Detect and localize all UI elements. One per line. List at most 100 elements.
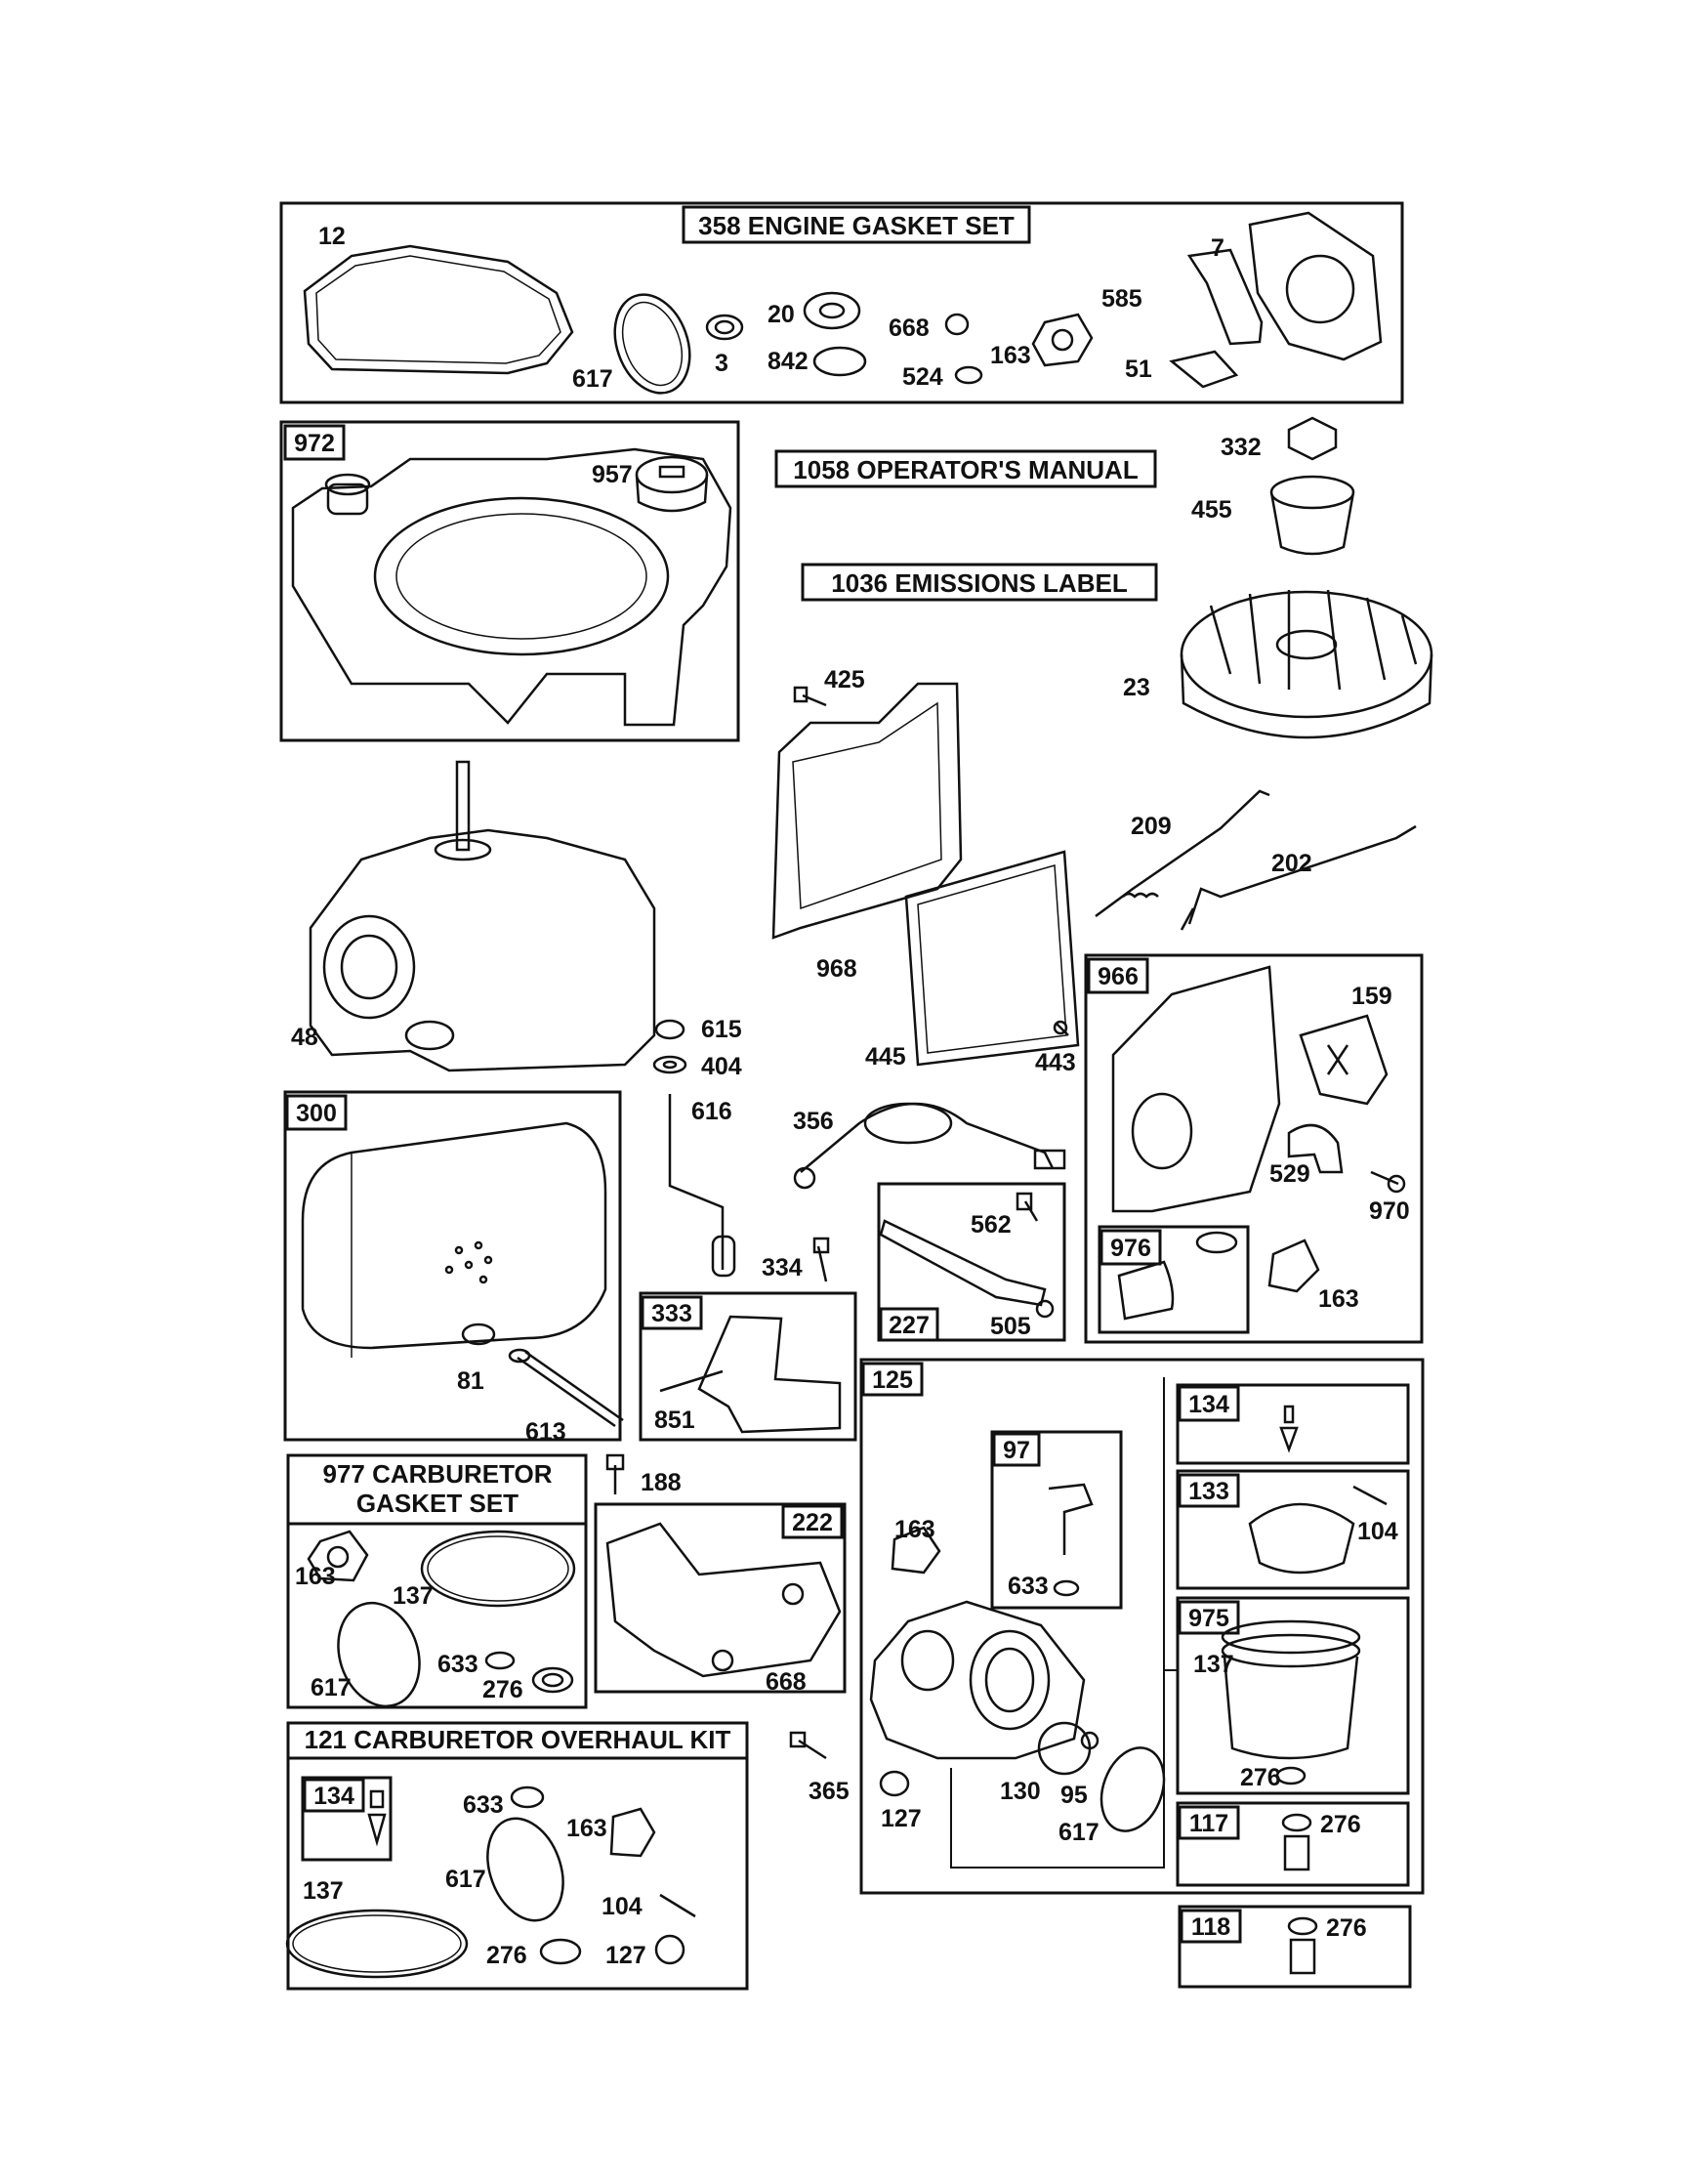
- crankcase-48-icon: [309, 828, 656, 1072]
- part-label: 12: [318, 223, 346, 250]
- part-label: 95: [1060, 1782, 1088, 1809]
- part-label: 365: [809, 1778, 850, 1805]
- engine-gasket-set-title: 358 ENGINE GASKET SET: [698, 211, 1015, 240]
- part-label: 104: [602, 1893, 643, 1920]
- part-label: 524: [902, 363, 943, 391]
- part-label: 633: [437, 1651, 478, 1678]
- part-label: 104: [1357, 1518, 1398, 1545]
- part-label: 127: [605, 1942, 646, 1969]
- engine-gasket-set-box: [279, 201, 1404, 404]
- part-label: 127: [881, 1805, 922, 1832]
- gasket-12-icon: [303, 244, 574, 375]
- box-134a: [1176, 1383, 1410, 1465]
- part-label: 842: [768, 348, 809, 375]
- air-filter-icon: [904, 850, 1080, 1067]
- part-label: 633: [1008, 1573, 1049, 1600]
- part-label: 562: [971, 1211, 1012, 1239]
- part-label: 276: [1240, 1764, 1281, 1791]
- box-227: [877, 1182, 1066, 1342]
- control-bracket-icon: [1111, 965, 1281, 1213]
- group-975: 975: [1188, 1605, 1229, 1632]
- group-300: 300: [296, 1100, 337, 1127]
- part-label: 851: [654, 1407, 695, 1434]
- box-975: [1176, 1596, 1410, 1795]
- part-label: 668: [889, 315, 930, 342]
- group-972: 972: [294, 430, 335, 457]
- part-label: 20: [768, 301, 795, 328]
- part-label: 617: [1058, 1819, 1099, 1846]
- part-label: 332: [1221, 434, 1262, 461]
- group-227: 227: [889, 1312, 930, 1339]
- part-label: 48: [291, 1024, 318, 1051]
- box-117: [1176, 1801, 1410, 1887]
- part-label: 137: [1193, 1651, 1234, 1678]
- part-label: 163: [295, 1563, 336, 1590]
- part-label: 163: [990, 342, 1031, 369]
- part-label: 130: [1000, 1778, 1041, 1805]
- group-222: 222: [792, 1509, 833, 1536]
- operators-manual-title: 1058 OPERATOR'S MANUAL: [793, 455, 1139, 484]
- part-label: 505: [990, 1313, 1031, 1340]
- part-label: 276: [482, 1676, 523, 1703]
- part-label: 209: [1131, 813, 1172, 840]
- part-label: 276: [1326, 1914, 1367, 1942]
- flywheel-23-icon: [1180, 590, 1433, 719]
- box-118: [1178, 1905, 1412, 1989]
- part-label: 334: [762, 1254, 803, 1281]
- group-134-upper: 134: [1188, 1391, 1229, 1418]
- group-125: 125: [872, 1366, 913, 1394]
- part-label: 529: [1269, 1160, 1310, 1188]
- group-333: 333: [651, 1300, 692, 1327]
- part-label: 443: [1035, 1049, 1076, 1076]
- part-label: 455: [1191, 496, 1232, 524]
- box-133: [1176, 1469, 1410, 1590]
- box-976: [1098, 1225, 1250, 1334]
- part-label: 159: [1351, 983, 1392, 1010]
- carb-overhaul-kit-title: 121 CARBURETOR OVERHAUL KIT: [305, 1725, 731, 1754]
- box-121: [286, 1721, 749, 1991]
- group-133: 133: [1188, 1478, 1229, 1505]
- group-97: 97: [1003, 1437, 1030, 1464]
- part-label: 276: [1320, 1811, 1361, 1838]
- box-222: [594, 1502, 847, 1694]
- box-333: [639, 1291, 857, 1442]
- carburetor-icon: [869, 1600, 1086, 1760]
- group-134-kit: 134: [313, 1783, 354, 1810]
- gasket-163-icon: [1031, 313, 1094, 367]
- box-97: [990, 1430, 1123, 1610]
- carb-gasket-set-title-1: 977 CARBURETOR: [322, 1459, 552, 1489]
- part-label: 23: [1123, 674, 1150, 701]
- group-117: 117: [1189, 1810, 1228, 1837]
- part-label: 968: [816, 955, 857, 983]
- emissions-label-title: 1036 EMISSIONS LABEL: [831, 568, 1128, 598]
- part-label: 3: [715, 350, 728, 377]
- part-label: 613: [525, 1418, 566, 1446]
- box-972: [279, 420, 740, 742]
- box-966: [1084, 953, 1424, 1344]
- group-976: 976: [1110, 1235, 1151, 1262]
- part-label: 617: [445, 1866, 486, 1893]
- part-label: 617: [572, 365, 613, 393]
- part-label: 356: [793, 1108, 834, 1135]
- part-label: 276: [486, 1942, 527, 1969]
- part-label: 615: [701, 1016, 742, 1043]
- part-label: 51: [1125, 356, 1152, 383]
- part-label: 188: [641, 1469, 682, 1496]
- part-label: 81: [457, 1367, 484, 1395]
- air-cleaner-base-icon: [771, 682, 963, 940]
- group-118: 118: [1191, 1913, 1230, 1941]
- head-gasket-7-icon: [1248, 211, 1383, 361]
- box-300: [283, 1090, 622, 1442]
- part-label: 163: [566, 1815, 607, 1842]
- part-label: 137: [303, 1877, 344, 1905]
- part-label: 616: [691, 1098, 732, 1125]
- part-label: 163: [894, 1516, 935, 1543]
- muffler-300-icon: [301, 1121, 607, 1350]
- part-label: 633: [463, 1791, 504, 1819]
- part-label: 425: [824, 666, 865, 693]
- box-977: [286, 1453, 588, 1709]
- part-label: 137: [393, 1582, 434, 1610]
- box-134b: [301, 1776, 393, 1862]
- part-label: 163: [1318, 1285, 1359, 1313]
